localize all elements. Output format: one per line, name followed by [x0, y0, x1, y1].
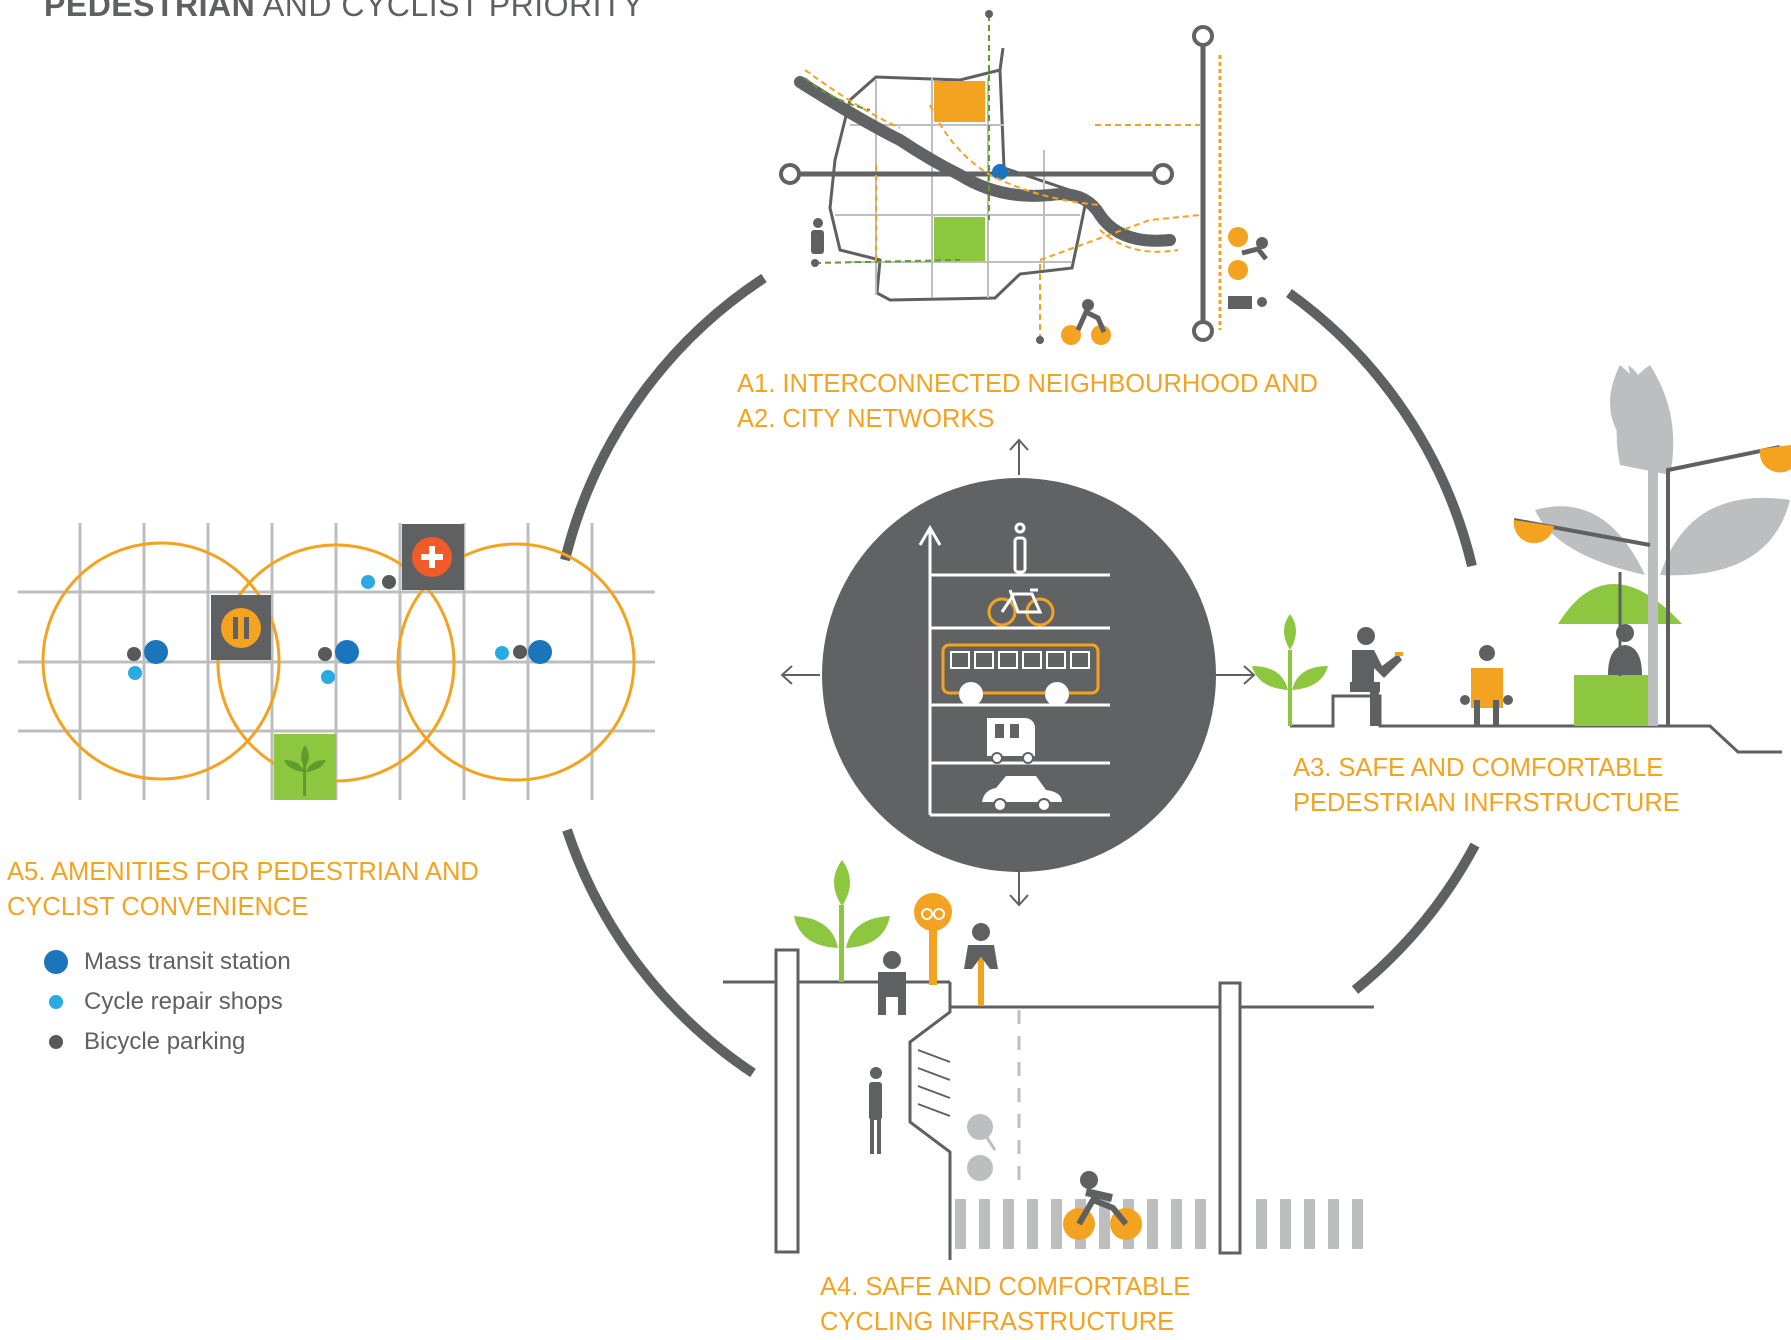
cyclist-icon: [1063, 1171, 1142, 1240]
pedestrian-icon: [811, 218, 824, 254]
legend-label: Cycle repair shops: [84, 988, 283, 1015]
plant-icon: [794, 860, 890, 982]
label-a2-line: A2. CITY NETWORKS: [737, 405, 995, 433]
cyclist-icon: [1061, 299, 1111, 345]
auto-rickshaw-icon: [987, 718, 1035, 764]
label-a5: A5. AMENITIES FOR PEDESTRIAN AND CYCLIST…: [7, 855, 479, 925]
cyclist-icon: [964, 923, 998, 1006]
amenities-grid: [18, 523, 655, 800]
title-bold: PEDESTRIAN: [44, 0, 256, 23]
label-a4-line2: CYCLING INFRASTRUCTURE: [820, 1308, 1175, 1336]
legend: Mass transit station Cycle repair shops …: [44, 942, 291, 1062]
city-network-map: [779, 10, 1268, 345]
title-rest: AND CYCLIST PRIORITY: [255, 0, 644, 23]
label-a4-line1: A4. SAFE AND COMFORTABLE: [820, 1273, 1191, 1301]
label-a3-line1: A3. SAFE AND COMFORTABLE: [1293, 754, 1664, 782]
zebra-crossing: [955, 1199, 1363, 1249]
vendor-person-icon: [1608, 624, 1642, 675]
page-title: PEDESTRIAN AND CYCLIST PRIORITY: [44, 0, 644, 24]
transit-dots: [127, 575, 552, 684]
label-a1-a2: A1. INTERCONNECTED NEIGHBOURHOOD AND A2.…: [737, 367, 1318, 437]
vendor-stall: [1574, 675, 1652, 726]
ring-arc-top-left: [560, 273, 767, 562]
cycle-repair-dot-icon: [49, 995, 63, 1009]
ring-arc-bottom-left: [562, 828, 756, 1078]
plant-icon: [1252, 614, 1328, 726]
pedestrian-icon: [1013, 522, 1027, 574]
first-aid-icon: [402, 524, 464, 590]
street-lamp-icon: [1513, 445, 1791, 726]
bench-person-icon: [1350, 627, 1403, 726]
legend-item-mass-transit: Mass transit station: [44, 942, 291, 982]
label-a3: A3. SAFE AND COMFORTABLE PEDESTRIAN INFR…: [1293, 751, 1680, 821]
map-block-green: [934, 217, 985, 261]
bicycle-sign-icon: [914, 893, 952, 985]
modal-hierarchy-circle: [822, 478, 1216, 872]
legend-label: Bicycle parking: [84, 1028, 246, 1055]
tree-icon: [274, 734, 336, 800]
river: [794, 76, 1176, 247]
tree-icon: [1535, 365, 1790, 726]
label-a1-line: A1. INTERCONNECTED NEIGHBOURHOOD AND: [737, 370, 1318, 398]
map-block-orange: [934, 81, 985, 122]
legend-label: Mass transit station: [84, 948, 291, 975]
ring-arc-top-right: [1286, 288, 1477, 568]
label-a4: A4. SAFE AND COMFORTABLE CYCLING INFRAST…: [820, 1270, 1190, 1340]
legend-item-bicycle-parking: Bicycle parking: [44, 1022, 291, 1062]
mass-transit-dot-icon: [44, 950, 68, 974]
pedestrian-icon: [1228, 296, 1267, 309]
direction-arrows: [780, 438, 1256, 907]
pedestrian-icon: [869, 1067, 882, 1154]
ring-arc-bottom-right: [1351, 842, 1480, 994]
car-icon: [982, 776, 1062, 812]
transit-station-icon: [992, 164, 1008, 180]
bus-icon: [941, 643, 1100, 706]
bench-person-icon: [878, 951, 906, 1015]
bicycle-icon: [967, 1114, 997, 1181]
cycling-infrastructure-scene: [723, 860, 1374, 1260]
label-a3-line2: PEDESTRIAN INFRSTRUCTURE: [1293, 789, 1680, 817]
label-a5-line2: CYCLIST CONVENIENCE: [7, 893, 309, 921]
legend-item-cycle-repair: Cycle repair shops: [44, 982, 291, 1022]
pedestrian-infrastructure-scene: [1252, 365, 1791, 754]
bicycle-parking-dot-icon: [49, 1035, 63, 1049]
cyclist-icon: [1228, 227, 1268, 280]
wheelchair-person-icon: [1460, 645, 1513, 726]
toilet-icon: [211, 595, 271, 660]
label-a5-line1: A5. AMENITIES FOR PEDESTRIAN AND: [7, 858, 479, 886]
cycle-ring: [560, 273, 1480, 1078]
bicycle-icon: [987, 588, 1055, 627]
